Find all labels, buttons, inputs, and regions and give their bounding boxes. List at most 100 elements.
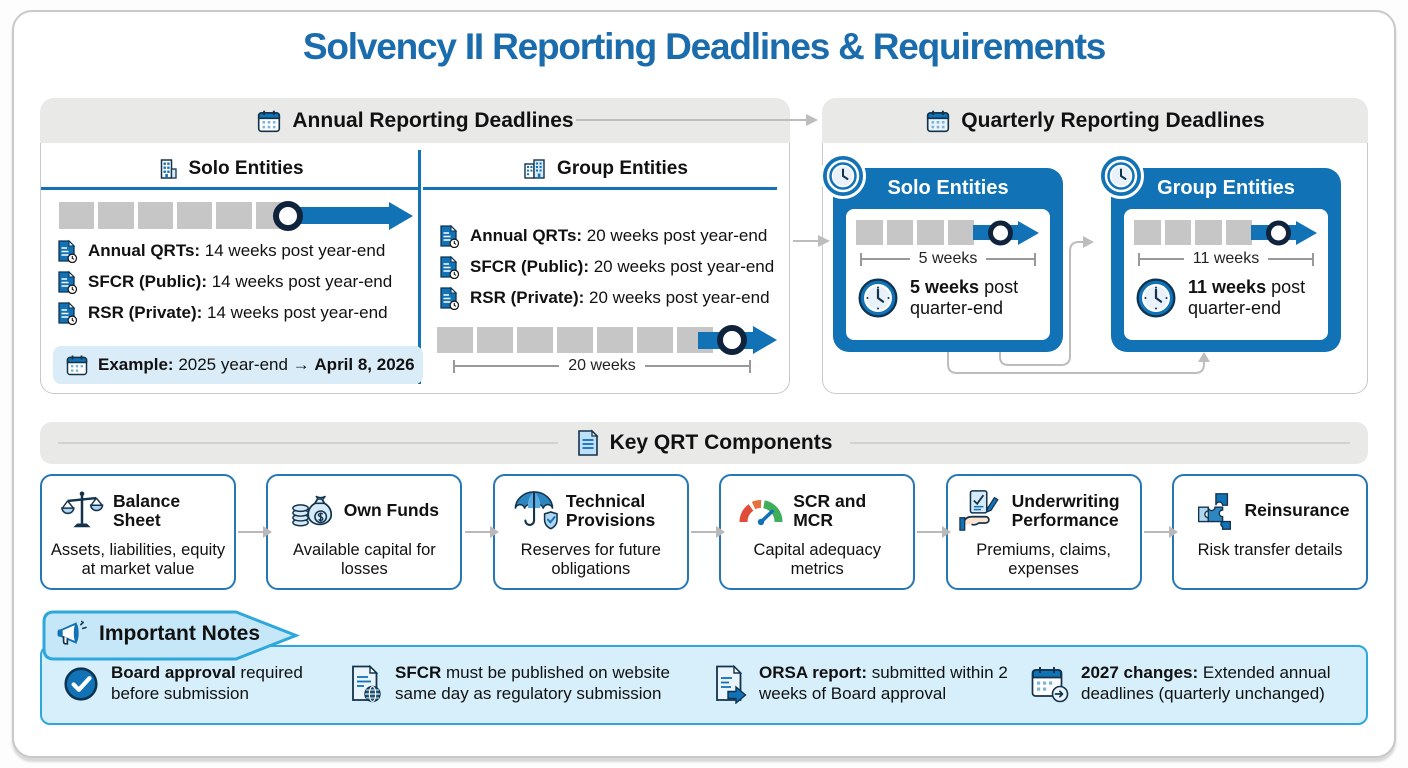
timeline-marker	[273, 200, 303, 231]
list-item: RSR (Private): 14 weeks post year-end	[55, 297, 415, 328]
money-bag-icon	[291, 495, 332, 527]
document-clock-icon	[58, 301, 78, 325]
document-clock-icon	[440, 286, 460, 310]
solo-annual-timeline	[59, 200, 413, 231]
list-item: Annual QRTs: 14 weeks post year-end	[55, 235, 415, 266]
clock-icon	[1136, 278, 1176, 318]
group-title-rule	[423, 187, 777, 190]
document-clock-icon	[58, 239, 78, 263]
solo-title-label: Solo Entities	[188, 158, 304, 179]
component-title: Technical Provisions	[565, 490, 656, 530]
important-notes-tab	[42, 610, 301, 661]
timeline-marker	[1266, 220, 1291, 245]
clock-icon	[858, 278, 898, 318]
quarterly-panel: Quarterly Reporting Deadlines Solo Entit…	[820, 98, 1368, 394]
component-flow-arrow	[462, 474, 499, 590]
components-header-label: Key QRT Components	[609, 431, 833, 454]
list-item: SFCR (Public): 20 weeks post year-end	[437, 251, 785, 282]
quarterly-group-card: Group Entities 11 weeks 11 weeks p	[1098, 153, 1341, 352]
solo-deadline-list: Annual QRTs: 14 weeks post year-end SFCR…	[55, 235, 415, 328]
balance-scale-icon	[61, 491, 104, 528]
building-icon	[161, 159, 178, 179]
component-title: Reinsurance	[1244, 500, 1350, 521]
important-notes-body	[40, 645, 1368, 725]
list-item: Annual QRTs: 20 weeks post year-end	[437, 220, 785, 251]
umbrella-shield-icon	[514, 491, 558, 530]
calendar-icon	[66, 355, 88, 376]
puzzle-icon	[1197, 493, 1231, 530]
component-desc: Capital adequacy metrics	[753, 541, 881, 579]
group-title-label: Group Entities	[557, 158, 688, 179]
group-deadline-text: 11 weeks post quarter-end	[1188, 276, 1306, 318]
group-quarterly-measure: 11 weeks	[1138, 250, 1314, 268]
group-annual-timeline	[437, 325, 783, 355]
key-qrt-components-header: Key QRT Components	[40, 422, 1368, 464]
component-desc: Risk transfer details	[1197, 541, 1343, 559]
page-title: Solvency II Reporting Deadlines & Requir…	[302, 26, 1106, 67]
check-circle-icon	[64, 667, 98, 701]
solo-quarterly-measure: 5 weeks	[860, 250, 1037, 268]
component-desc: Reserves for future obligations	[520, 541, 661, 579]
list-item: SFCR (Public): 14 weeks post year-end	[55, 266, 415, 297]
solo-title-rule	[41, 187, 418, 190]
group-entities-title: Group Entities	[421, 153, 789, 185]
measure-label: 11 weeks	[1192, 250, 1260, 267]
calendar-icon	[927, 110, 950, 132]
document-globe-icon	[352, 664, 381, 702]
component-title: Own Funds	[343, 500, 440, 521]
list-item: RSR (Private): 20 weeks post year-end	[437, 282, 785, 313]
document-arrow-icon	[716, 664, 747, 704]
group-deadline-list: Annual QRTs: 20 weeks post year-end SFCR…	[437, 220, 785, 313]
component-card-scr-mcr: SCR and MCR Capital adequacy metrics	[719, 474, 916, 590]
note-2027-changes: 2027 changes: Extended annual deadlines …	[1030, 663, 1359, 704]
component-flow-arrow	[915, 474, 952, 590]
measure-label: 20 weeks	[568, 357, 636, 374]
megaphone-icon	[57, 620, 87, 645]
component-flow-arrow	[1142, 474, 1178, 590]
timeline-marker	[988, 220, 1013, 245]
components-row: Balance Sheet Assets, liabilities, equit…	[40, 474, 1369, 590]
quarterly-panel-body: Solo Entities 5 weeks 5 weeks post	[820, 143, 1368, 394]
document-clock-icon	[440, 224, 460, 248]
calendar-icon	[258, 110, 281, 132]
calendar-arrow-icon	[1031, 666, 1069, 703]
important-notes-header: Important Notes	[56, 609, 260, 659]
quarterly-group-detail: 11 weeks 11 weeks post quarter-end	[1124, 209, 1328, 340]
document-clock-icon	[58, 270, 78, 294]
annual-panel-header: Annual Reporting Deadlines	[40, 98, 790, 143]
component-title: Balance Sheet	[113, 490, 181, 530]
column-divider	[418, 150, 421, 384]
component-title: Underwriting Performance	[1011, 490, 1120, 530]
notes-header-label: Important Notes	[99, 622, 261, 645]
component-card-balance-sheet: Balance Sheet Assets, liabilities, equit…	[40, 474, 236, 590]
quarterly-solo-title: Solo Entities	[887, 177, 1009, 199]
component-card-underwriting: Underwriting Performance Premiums, claim…	[945, 474, 1142, 590]
component-card-reinsurance: Reinsurance Risk transfer details	[1172, 474, 1369, 590]
annual-panel: Annual Reporting Deadlines Solo Entities…	[40, 98, 790, 394]
component-desc: Assets, liabilities, equity at market va…	[50, 541, 226, 579]
underwriting-hand-icon	[958, 490, 999, 531]
measure-label: 5 weeks	[918, 250, 978, 267]
solo-quarterly-timeline	[856, 220, 1046, 245]
quarterly-group-title: Group Entities	[1157, 177, 1295, 199]
gauge-icon	[739, 500, 783, 526]
component-desc: Premiums, claims, expenses	[976, 541, 1111, 579]
component-flow-arrow	[236, 474, 273, 590]
group-timeline-measure: 20 weeks	[453, 357, 751, 375]
quarterly-panel-header: Quarterly Reporting Deadlines	[822, 98, 1368, 143]
quarterly-solo-card: Solo Entities 5 weeks 5 weeks post	[820, 153, 1063, 352]
note-board-approval: Board approval required before submissio…	[62, 663, 323, 704]
timeline-marker	[717, 325, 747, 355]
note-orsa-report: ORSA report: submitted within 2 weeks of…	[712, 663, 1015, 704]
buildings-icon	[524, 159, 545, 179]
component-card-own-funds: Own Funds Available capital for losses	[266, 474, 463, 590]
example-callout: Example: 2025 year-end → April 8, 2026	[53, 346, 423, 384]
group-quarterly-timeline	[1134, 220, 1324, 245]
solo-deadline-text: 5 weeks post quarter-end	[910, 276, 1019, 318]
annual-header-label: Annual Reporting Deadlines	[292, 108, 574, 132]
component-card-technical-provisions: Technical Provisions Reserves for future…	[492, 474, 689, 590]
clock-icon	[1098, 153, 1144, 199]
component-desc: Available capital for losses	[293, 541, 436, 579]
clock-icon	[820, 153, 866, 199]
